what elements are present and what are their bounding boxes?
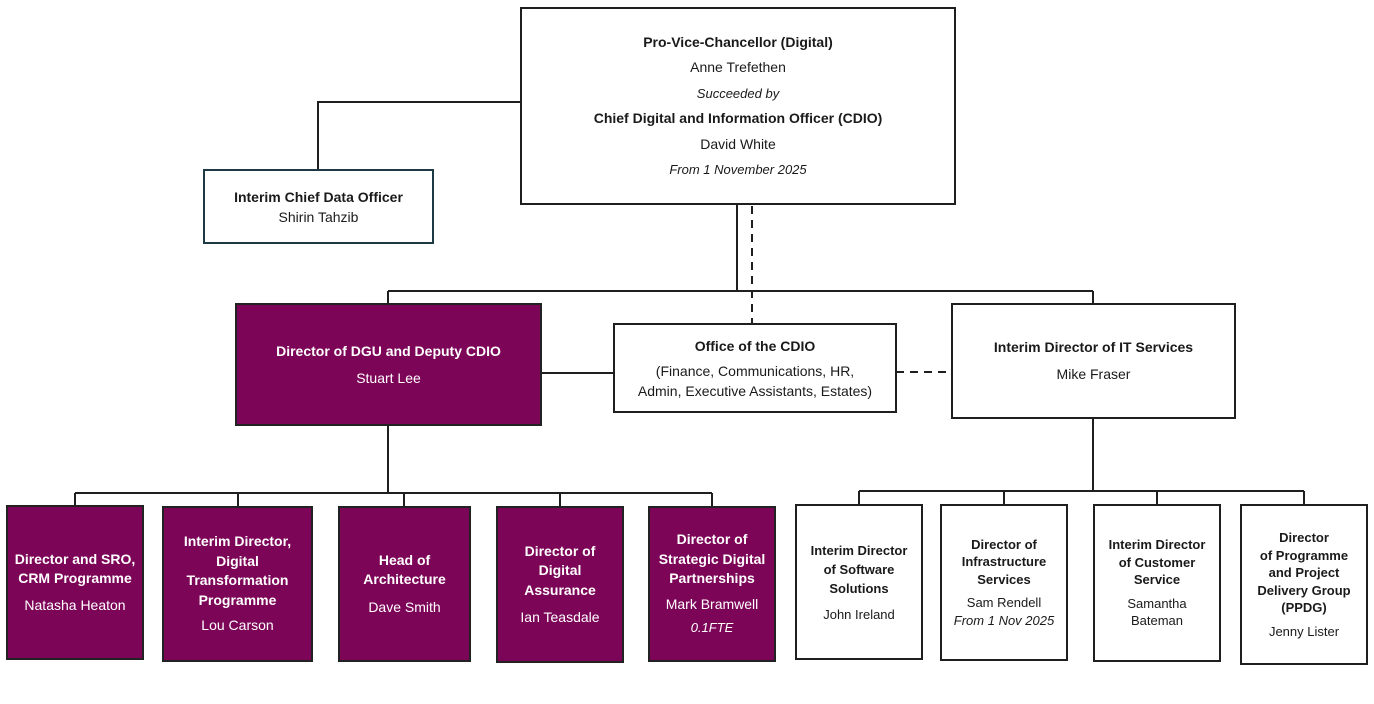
its-director-box: Interim Director of IT Services Mike Fra… — [951, 303, 1236, 419]
report-name: Dave Smith — [368, 598, 441, 615]
cdo-name: Shirin Tahzib — [278, 208, 359, 225]
report-title-line: Director of — [971, 536, 1037, 552]
report-title-line: Transformation — [186, 572, 289, 589]
report-title-line: Services — [977, 571, 1031, 587]
report-title-line: Interim Director, — [183, 533, 292, 550]
pvc-title: Pro-Vice-Chancellor (Digital) — [643, 33, 833, 50]
cdo-box: Interim Chief Data Officer Shirin Tahzib — [203, 169, 434, 244]
its-report-box: Interim Director of Software Solutions J… — [795, 504, 923, 660]
office-detail-2: Admin, Executive Assistants, Estates) — [637, 382, 873, 399]
report-title-line: Interim Director — [810, 542, 908, 558]
cdio-name: David White — [700, 135, 776, 152]
dgu-director-box: Director of DGU and Deputy CDIO Stuart L… — [235, 303, 542, 426]
cdo-title: Interim Chief Data Officer — [234, 188, 403, 205]
report-title-line: Digital — [538, 562, 582, 578]
report-title-line: of Programme — [1259, 547, 1349, 563]
report-title-line: Architecture — [363, 571, 446, 588]
its-report-box: Director of Infrastructure Services Sam … — [940, 504, 1068, 661]
dgu-title: Director of DGU and Deputy CDIO — [276, 342, 501, 359]
report-fte-note: 0.1FTE — [690, 620, 734, 636]
pvc-name: Anne Trefethen — [690, 59, 786, 75]
report-name: Bateman — [1130, 613, 1184, 629]
report-title-line: Head of — [378, 551, 431, 568]
report-name: Lou Carson — [201, 617, 274, 634]
report-title-line: Director of — [676, 531, 748, 548]
report-start-date: From 1 Nov 2025 — [953, 612, 1055, 628]
dgu-name: Stuart Lee — [356, 369, 421, 386]
office-detail-1: (Finance, Communications, HR, — [655, 362, 855, 379]
dgu-report-box: Director of Digital Assurance Ian Teasda… — [496, 506, 624, 663]
report-title-line: of Software — [823, 561, 895, 577]
succession-note: Succeeded by — [696, 85, 780, 101]
dgu-report-box: Director of Strategic Digital Partnershi… — [648, 506, 776, 662]
report-name: John Ireland — [823, 606, 895, 622]
report-title-line: CRM Programme — [18, 570, 132, 586]
dgu-report-box: Interim Director, Digital Transformation… — [162, 506, 313, 662]
report-title-line: (PPDG) — [1281, 600, 1327, 615]
office-cdio-box: Office of the CDIO (Finance, Communicati… — [613, 323, 897, 413]
its-name: Mike Fraser — [1056, 366, 1131, 382]
dgu-report-box: Head of Architecture Dave Smith — [338, 506, 471, 662]
report-title-line: and Project — [1268, 565, 1340, 580]
report-title-line: Director — [1279, 530, 1329, 545]
report-title-line: Partnerships — [669, 570, 755, 587]
report-title-line: Programme — [198, 591, 277, 608]
report-name: Sam Rendell — [966, 595, 1042, 611]
report-title-line: Interim Director — [1108, 537, 1206, 553]
cdio-start-date: From 1 November 2025 — [669, 162, 807, 177]
report-title-line: Digital — [216, 552, 259, 569]
report-title-line: of Customer — [1118, 554, 1196, 570]
report-name: Natasha Heaton — [24, 597, 126, 613]
cdio-title: Chief Digital and Information Officer (C… — [593, 110, 883, 126]
pvc-cdio-box: Pro-Vice-Chancellor (Digital) Anne Trefe… — [520, 7, 956, 205]
report-title-line: Director and SRO, — [14, 551, 136, 567]
its-report-box: Director of Programme and Project Delive… — [1240, 504, 1368, 665]
report-title-line: Service — [1133, 572, 1181, 588]
report-title-line: Delivery Group — [1257, 582, 1351, 598]
report-title-line: Infrastructure — [961, 554, 1047, 570]
report-name: Jenny Lister — [1268, 623, 1340, 639]
report-title-line: Director of — [524, 542, 596, 559]
its-title: Interim Director of IT Services — [993, 339, 1194, 355]
its-report-box: Interim Director of Customer Service Sam… — [1093, 504, 1221, 662]
dgu-report-box: Director and SRO, CRM Programme Natasha … — [6, 505, 144, 660]
report-name: Ian Teasdale — [520, 609, 600, 625]
office-title: Office of the CDIO — [694, 337, 816, 354]
report-title-line: Assurance — [524, 581, 596, 598]
report-name: Mark Bramwell — [665, 595, 759, 612]
report-title-line: Solutions — [829, 580, 889, 596]
report-name: Samantha — [1127, 595, 1187, 611]
report-title-line: Strategic Digital — [658, 550, 766, 567]
